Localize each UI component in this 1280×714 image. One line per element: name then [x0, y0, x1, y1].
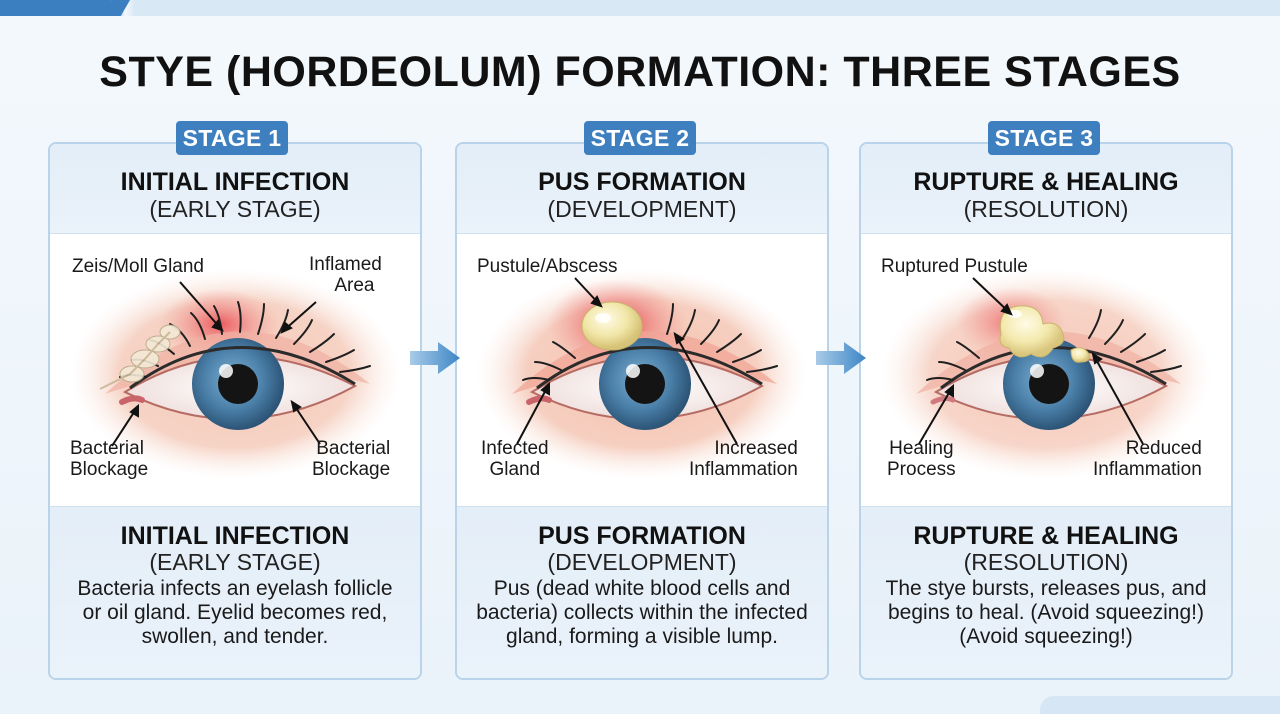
stage-2-panel: PUS FORMATION (DEVELOPMENT) [455, 142, 829, 680]
next-stage-arrow-icon [410, 342, 460, 374]
label-pustule-abscess: Pustule/Abscess [477, 256, 618, 277]
label-line: Inflammation [1093, 459, 1202, 480]
stage-3-footer: RUPTURE & HEALING (RESOLUTION) The stye … [861, 506, 1231, 678]
label-line: Blockage [312, 459, 391, 480]
label-line: Gland [489, 459, 541, 480]
stage-1-header-subtitle: (EARLY STAGE) [149, 196, 321, 222]
stage-1-header-title: INITIAL INFECTION [120, 168, 350, 196]
label-inflamed-area: Inflamed Area [309, 254, 382, 296]
label-line: Process [887, 459, 956, 480]
label-line: Increased [714, 438, 798, 459]
stage-2-footer: PUS FORMATION (DEVELOPMENT) Pus (dead wh… [457, 506, 827, 678]
page-title: STYE (HORDEOLUM) FORMATION: THREE STAGES [99, 48, 1181, 96]
stage-3-eye-illustration [881, 269, 1211, 479]
stage-1-footer-title: INITIAL INFECTION [120, 522, 350, 550]
label-line: Bacterial [70, 438, 144, 459]
bottom-decor-strip [1040, 696, 1280, 714]
stage-1-footer: INITIAL INFECTION (EARLY STAGE) Bacteria… [50, 506, 420, 678]
label-infected-gland: Infected Gland [481, 438, 549, 480]
stage-3-description: The stye bursts, releases pus, and begin… [885, 577, 1207, 648]
stage-1-header: INITIAL INFECTION (EARLY STAGE) [50, 144, 420, 234]
label-bacterial-blockage-right: Bacterial Blockage [312, 438, 390, 480]
next-stage-arrow-icon [816, 342, 866, 374]
label-healing-process: Healing Process [887, 438, 956, 480]
stage-1-footer-subtitle: (EARLY STAGE) [149, 549, 321, 575]
stage-1-eye-illustration [70, 269, 400, 479]
label-line: Healing [889, 438, 954, 459]
stage-3-header: RUPTURE & HEALING (RESOLUTION) [861, 144, 1231, 234]
label-reduced-inflammation: Reduced Inflammation [1093, 438, 1202, 480]
label-bacterial-blockage-left: Bacterial Blockage [70, 438, 148, 480]
label-line: Bacterial [316, 438, 391, 459]
stage-3-header-title: RUPTURE & HEALING [913, 168, 1179, 196]
label-increased-inflammation: Increased Inflammation [689, 438, 798, 480]
label-line: Reduced [1125, 438, 1202, 459]
label-line: Blockage [70, 459, 149, 480]
gland-cluster [99, 324, 181, 390]
stage-2-description: Pus (dead white blood cells and bacteria… [476, 577, 808, 648]
stage-3-panel: RUPTURE & HEALING (RESOLUTION) [859, 142, 1233, 680]
stage-1-panel: INITIAL INFECTION (EARLY STAGE) [48, 142, 422, 680]
stage-1-badge: STAGE 1 [176, 121, 288, 155]
label-line: Area [334, 275, 375, 296]
stage-3-header-subtitle: (RESOLUTION) [963, 196, 1129, 222]
stage-3-badge: STAGE 3 [988, 121, 1100, 155]
label-ruptured-pustule: Ruptured Pustule [881, 256, 1028, 277]
label-line: Inflamed [309, 254, 382, 275]
stage-2-header-title: PUS FORMATION [538, 168, 746, 196]
stage-2-eye-illustration [477, 269, 807, 479]
label-line: Infected [481, 438, 549, 459]
stage-2-header-subtitle: (DEVELOPMENT) [547, 196, 737, 222]
stage-2-footer-subtitle: (DEVELOPMENT) [547, 549, 737, 575]
stage-2-badge: STAGE 2 [584, 121, 696, 155]
label-line: Inflammation [689, 459, 798, 480]
stage-3-footer-title: RUPTURE & HEALING [913, 522, 1179, 550]
stage-1-description: Bacteria infects an eyelash follicle or … [77, 577, 393, 648]
top-decor-bar [0, 0, 1280, 16]
stage-2-footer-title: PUS FORMATION [538, 522, 746, 550]
stage-3-footer-subtitle: (RESOLUTION) [963, 549, 1129, 575]
stage-2-header: PUS FORMATION (DEVELOPMENT) [457, 144, 827, 234]
label-zeis-moll-gland: Zeis/Moll Gland [72, 256, 204, 277]
